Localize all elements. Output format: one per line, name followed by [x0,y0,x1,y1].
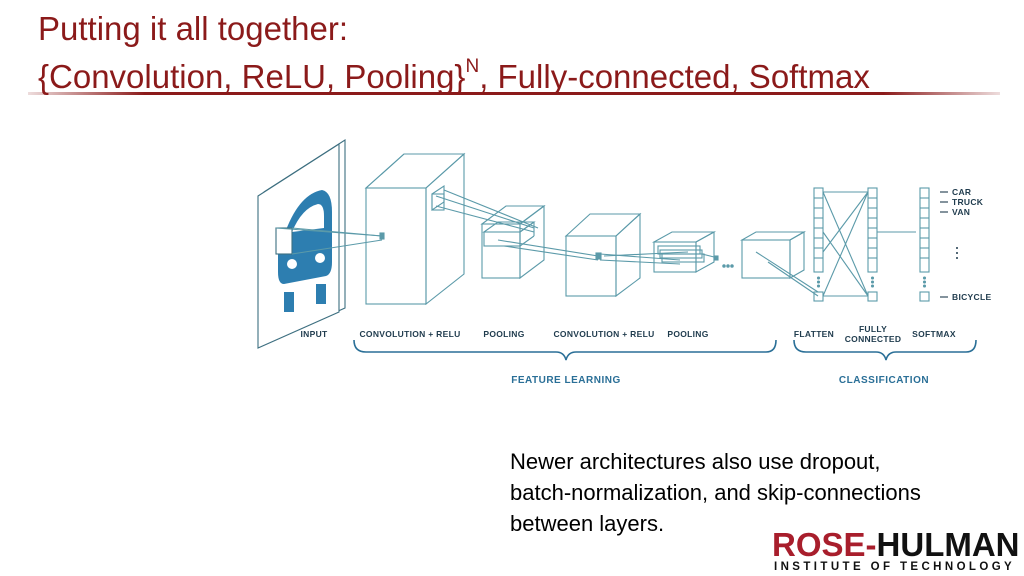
label-conv2: CONVOLUTION + RELU [553,329,654,339]
fully-connected-column [867,187,878,302]
label-pool2: POOLING [667,329,708,339]
label-feature-learning: FEATURE LEARNING [511,375,620,386]
class-label-bicycle: BICYCLE [952,292,991,302]
label-softmax: SOFTMAX [912,329,956,339]
flatten-column [813,187,824,302]
label-flatten: FLATTEN [794,329,834,339]
class-label-truck: TRUCK [952,197,984,207]
title-line-2-main: {Convolution, ReLU, Pooling} [38,58,466,95]
label-input: INPUT [301,329,329,339]
label-pool1: POOLING [483,329,524,339]
input-image [257,138,346,349]
car-icon [278,190,332,312]
body-text: Newer architectures also use dropout, bat… [510,446,1000,539]
body-line-2: batch-normalization, and skip-connection… [510,480,921,505]
rose-hulman-logo: ROSE-HULMAN INSTITUTE OF TECHNOLOGY [772,528,1022,576]
logo-wordmark: ROSE-HULMAN [772,526,1020,563]
slide-title: Putting it all together: {Convolution, Re… [38,8,870,98]
title-divider [28,92,1000,95]
conv1-block [364,152,466,306]
feature-map-final [739,231,807,279]
classification-brace [793,339,977,361]
body-line-3: between layers. [510,511,665,536]
logo-hulman: HULMAN [876,526,1020,563]
cnn-architecture-diagram: CAR TRUCK VAN BICYCLE INPUT CONVOLUTION … [257,138,991,386]
title-superscript: N [465,56,480,77]
logo-rose: ROSE [772,526,866,563]
logo-subtitle: INSTITUTE OF TECHNOLOGY [774,561,1016,573]
conv2-block [564,212,642,298]
softmax-column [919,187,930,302]
class-label-van: VAN [952,207,970,217]
label-conv1: CONVOLUTION + RELU [359,329,460,339]
body-line-1: Newer architectures also use dropout, [510,449,881,474]
label-connected: CONNECTED [845,334,902,344]
title-line-1: Putting it all together: [38,10,349,47]
label-fully: FULLY [859,324,887,334]
class-label-car: CAR [952,187,971,197]
feature-learning-brace [353,339,777,361]
title-line-2-rest: , Fully-connected, Softmax [479,58,870,95]
pool1-block [480,204,546,280]
label-classification: CLASSIFICATION [839,375,929,386]
